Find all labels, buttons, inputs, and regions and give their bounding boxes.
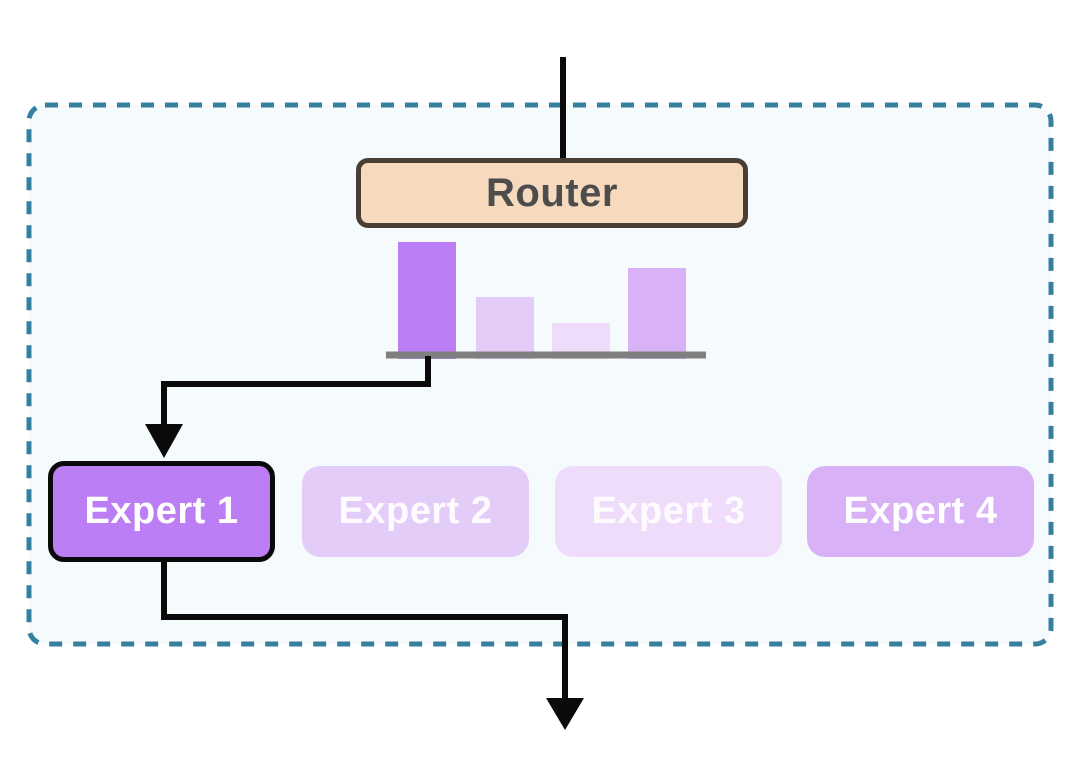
expert-node-1: Expert 1 xyxy=(48,461,275,562)
router-weight-bar xyxy=(398,242,456,359)
arrowhead-down-icon xyxy=(145,424,183,458)
expert-node-4: Expert 4 xyxy=(807,466,1034,557)
expert-label: Expert 2 xyxy=(338,490,493,532)
expert-label: Expert 4 xyxy=(843,490,998,532)
router-node: Router xyxy=(356,158,748,228)
arrowhead-down-icon xyxy=(546,698,584,730)
router-weight-bar xyxy=(476,297,534,359)
moe-layer-dashed-container xyxy=(26,102,1054,647)
router-weight-bar xyxy=(628,268,686,359)
routing-arrow-to-expert-1 xyxy=(145,356,431,458)
router-label: Router xyxy=(486,170,618,215)
expert-label: Expert 3 xyxy=(591,490,746,532)
output-arrow-from-expert-1 xyxy=(161,560,584,730)
expert-label: Expert 1 xyxy=(84,490,239,532)
expert-node-3: Expert 3 xyxy=(555,466,782,557)
expert-node-2: Expert 2 xyxy=(302,466,529,557)
